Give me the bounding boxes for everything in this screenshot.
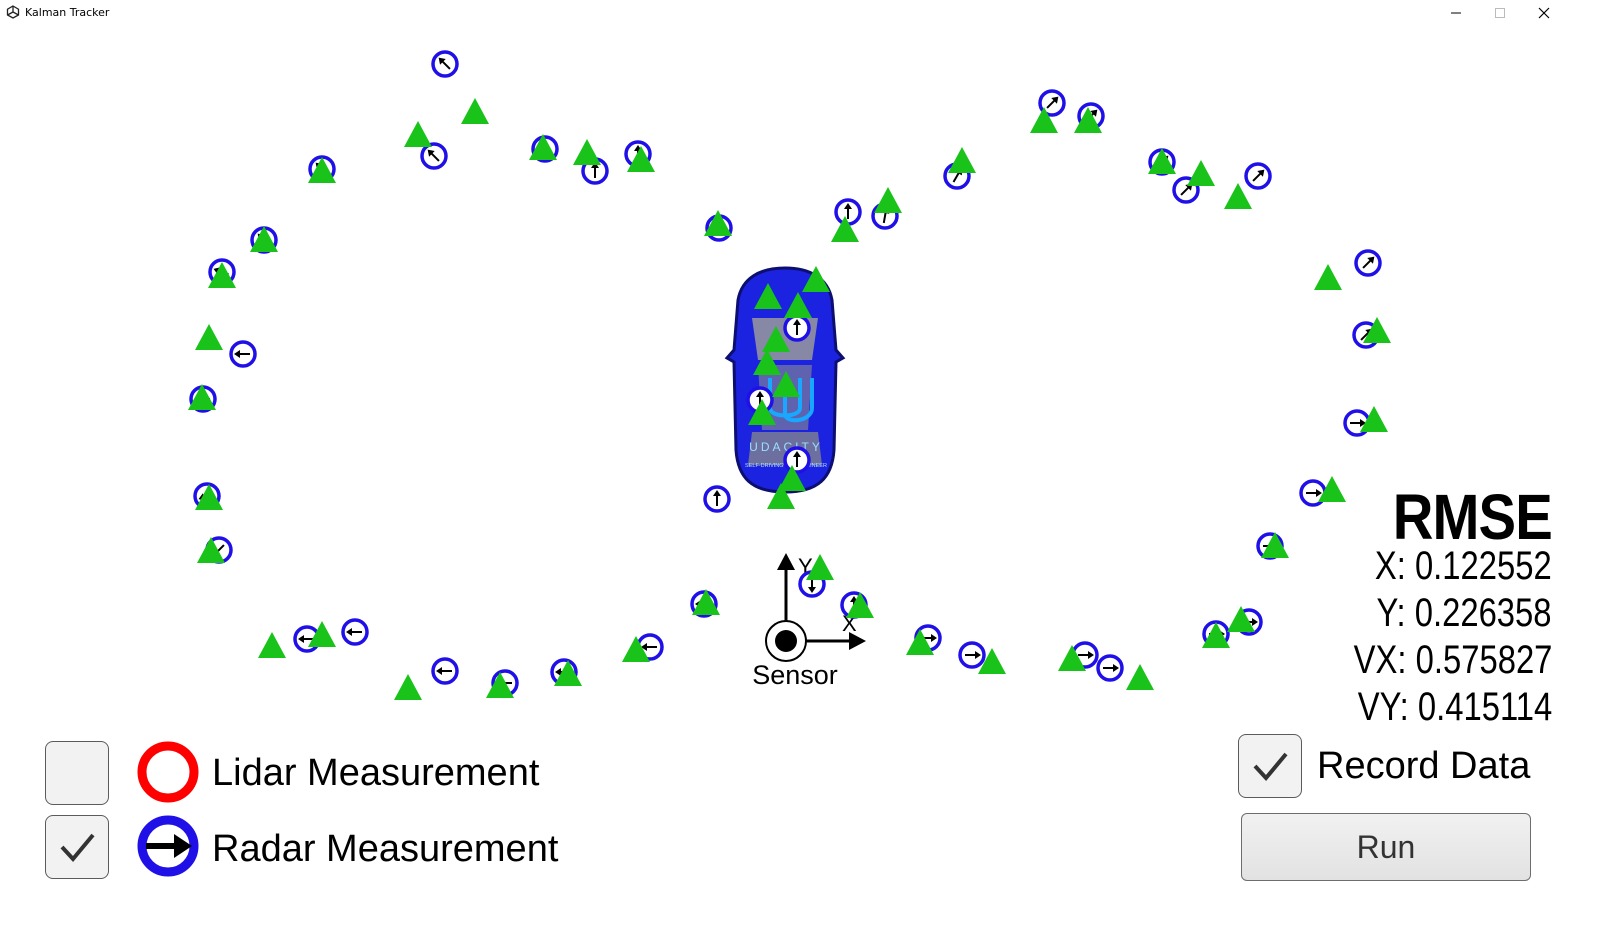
kalman-estimate-marker [258,632,286,658]
radar-measurement-marker [1096,654,1124,682]
radar-measurement-marker [1354,249,1382,277]
maximize-button[interactable] [1478,0,1522,26]
kalman-estimate-marker [772,371,800,397]
kalman-estimate-marker [627,146,655,172]
kalman-estimate-marker [308,157,336,183]
kalman-estimate-marker [1058,645,1086,671]
radar-measurement-marker [1038,89,1066,117]
kalman-estimate-marker [554,660,582,686]
radar-arrow-icon [137,815,199,877]
rmse-y: Y: 0.226358 [1376,591,1552,635]
kalman-estimate-marker [753,349,781,375]
checkmark-icon [1253,752,1288,782]
radar-measurement-marker [703,485,731,513]
run-button[interactable]: Run [1241,813,1531,881]
kalman-estimate-marker [1074,107,1102,133]
sensor-label: Sensor [752,660,838,690]
kalman-estimate-marker [1187,160,1215,186]
rmse-title: RMSE [1392,481,1553,553]
minimize-button[interactable] [1434,0,1478,26]
kalman-estimate-marker [767,483,795,509]
kalman-estimate-marker [1261,532,1289,558]
kalman-estimate-marker [906,629,934,655]
radar-measurement-marker [783,446,811,474]
kalman-estimate-marker [748,399,776,425]
rmse-vy: VY: 0.415114 [1357,685,1552,729]
title-bar: Kalman Tracker [0,0,1602,26]
kalman-estimate-marker [806,554,834,580]
kalman-estimate-marker [1202,622,1230,648]
kalman-estimate-marker [846,592,874,618]
kalman-estimate-marker [250,226,278,252]
record-data-checkbox[interactable] [1238,734,1302,798]
maximize-icon [1495,8,1505,18]
radar-measurement-marker [420,142,448,170]
kalman-estimate-marker [831,216,859,242]
kalman-estimate-marker [978,648,1006,674]
unity-icon [6,5,20,19]
kalman-estimate-marker [762,326,790,352]
kalman-estimate-marker [1224,183,1252,209]
kalman-estimate-marker [1360,406,1388,432]
kalman-estimate-marker [802,266,830,292]
kalman-estimate-marker [778,465,806,491]
kalman-estimate-marker [461,98,489,124]
kalman-estimate-marker [394,674,422,700]
radar-measurement-marker [1172,176,1200,204]
kalman-estimate-marker [1030,107,1058,133]
radar-measurement-marker [834,198,862,226]
radar-measurement-marker [1244,162,1272,190]
lidar-ring-icon [137,741,199,803]
radar-measurement-marker [431,50,459,78]
kalman-estimate-marker [404,121,432,147]
rmse-x: X: 0.122552 [1375,544,1552,588]
kalman-estimate-marker [948,147,976,173]
kalman-estimate-marker [188,384,216,410]
close-button[interactable] [1522,0,1566,26]
checkmark-icon [60,833,95,863]
radar-label: Radar Measurement [212,828,559,870]
kalman-estimate-marker [1363,317,1391,343]
lidar-checkbox[interactable] [45,741,109,805]
tracking-scene: UDACITY SELF-DRIVING CAR ENGINEER Y X Se… [188,50,1391,700]
radar-measurement-marker [783,314,811,342]
kalman-estimate-marker [692,589,720,615]
kalman-estimate-marker [573,139,601,165]
kalman-estimate-marker [622,636,650,662]
lidar-label: Lidar Measurement [212,752,540,794]
kalman-estimate-marker [1314,264,1342,290]
rmse-vx: VX: 0.575827 [1353,638,1552,682]
window-title: Kalman Tracker [25,6,110,19]
radar-checkbox[interactable] [45,815,109,879]
radar-measurement-marker [958,641,986,669]
kalman-estimate-marker [874,187,902,213]
kalman-estimate-marker [754,283,782,309]
minimize-icon [1451,12,1461,14]
kalman-estimate-marker [704,210,732,236]
kalman-estimate-marker [486,672,514,698]
kalman-estimate-marker [1148,148,1176,174]
kalman-estimate-marker [195,484,223,510]
kalman-estimate-marker [208,262,236,288]
kalman-estimate-marker [784,292,812,318]
kalman-estimate-marker [1318,476,1346,502]
close-icon [1538,7,1550,19]
kalman-estimate-marker [529,134,557,160]
kalman-estimate-marker [195,324,223,350]
radar-measurement-marker [229,340,257,368]
kalman-estimate-marker [308,621,336,647]
radar-measurement-marker [431,657,459,685]
kalman-estimate-marker [1227,606,1255,632]
kalman-estimate-marker [1126,664,1154,690]
record-data-label: Record Data [1317,745,1531,787]
radar-measurement-marker [341,618,369,646]
kalman-estimate-marker [197,537,225,563]
